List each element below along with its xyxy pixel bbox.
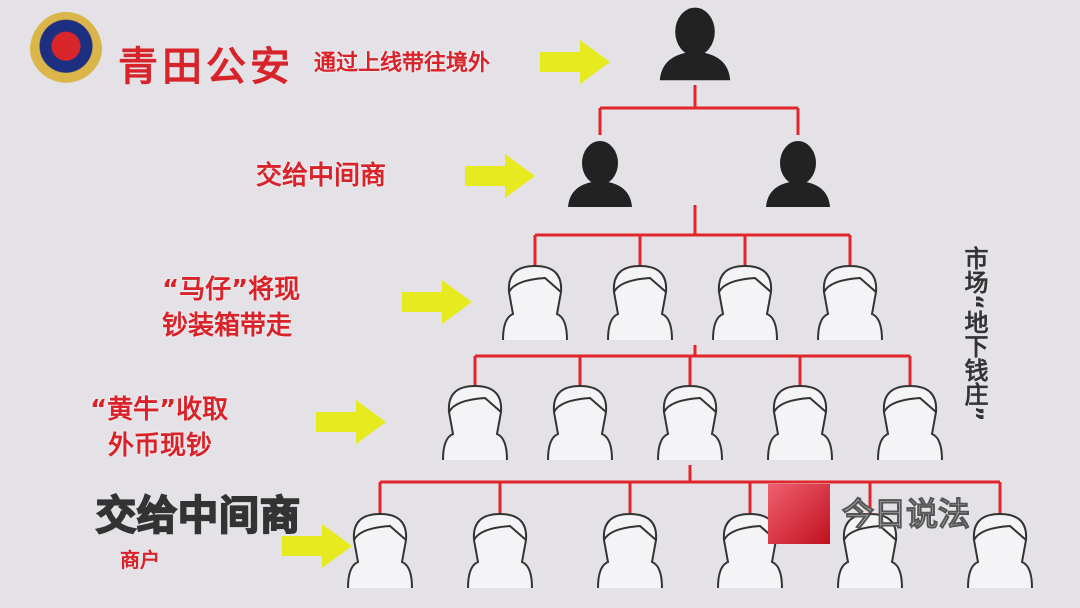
person-hairline xyxy=(613,276,667,293)
person-outline-icon xyxy=(657,384,723,461)
person-hairline xyxy=(473,524,527,541)
person-hairline xyxy=(718,276,772,293)
label-level-3-line2: 外币现钞 xyxy=(108,431,213,461)
person-silhouette-icon xyxy=(675,7,715,56)
person-outline-icon xyxy=(502,264,568,341)
person-hairline xyxy=(508,276,562,293)
person-hairline xyxy=(883,396,937,413)
person-hairline xyxy=(823,276,877,293)
channel-logo-text: 今日说法 xyxy=(841,495,971,533)
person-hairline xyxy=(448,396,502,413)
person-outline-icon xyxy=(817,264,883,341)
yellow-arrow-icon xyxy=(465,154,535,198)
person-outline-icon xyxy=(712,264,778,341)
person-hairline xyxy=(553,396,607,413)
label-level-2-line2: 钞装箱带走 xyxy=(162,311,293,341)
person-silhouette-icon xyxy=(780,141,816,185)
person-outline-icon xyxy=(467,512,533,589)
person-shoulders xyxy=(568,181,632,207)
label-level-1: 交给中间商 xyxy=(256,161,387,191)
yellow-arrow-icon xyxy=(540,40,610,84)
person-shoulders xyxy=(659,51,731,81)
person-outline-icon xyxy=(877,384,943,461)
logo-title: 青田公安 xyxy=(118,43,294,90)
label-level-3-line1: “黄牛”收取 xyxy=(90,395,229,425)
yellow-arrow-icon xyxy=(402,280,472,324)
yellow-arrow-icon xyxy=(282,524,352,568)
person-outline-icon xyxy=(442,384,508,461)
person-hairline xyxy=(843,524,897,541)
person-hairline xyxy=(603,524,657,541)
label-level-3: “黄牛”收取外币现钞 xyxy=(90,392,228,464)
label-level-2: “马仔”将现钞装箱带走 xyxy=(162,272,300,344)
channel-logo: 今日说法 xyxy=(768,484,998,544)
side-note: 市场“地下钱庄” xyxy=(960,246,988,422)
label-level-4: 商户 xyxy=(120,548,160,572)
label-level-2-line1: “马仔”将现 xyxy=(162,275,301,305)
person-hairline xyxy=(353,524,407,541)
person-hairline xyxy=(663,396,717,413)
yellow-arrow-icon xyxy=(316,400,386,444)
person-outline-icon xyxy=(767,384,833,461)
person-outline-icon xyxy=(347,512,413,589)
person-outline-icon xyxy=(547,384,613,461)
person-outline-icon xyxy=(597,512,663,589)
person-silhouette-icon xyxy=(582,141,618,185)
police-emblem xyxy=(30,12,102,88)
person-hairline xyxy=(723,524,777,541)
person-outline-icon xyxy=(607,264,673,341)
person-shoulders xyxy=(766,181,830,207)
channel-logo-mark xyxy=(768,484,830,544)
person-hairline xyxy=(773,396,827,413)
person-hairline xyxy=(973,524,1027,541)
label-level-0: 通过上线带往境外 xyxy=(314,51,491,76)
subtitle-caption: 交给中间商 xyxy=(95,492,301,540)
